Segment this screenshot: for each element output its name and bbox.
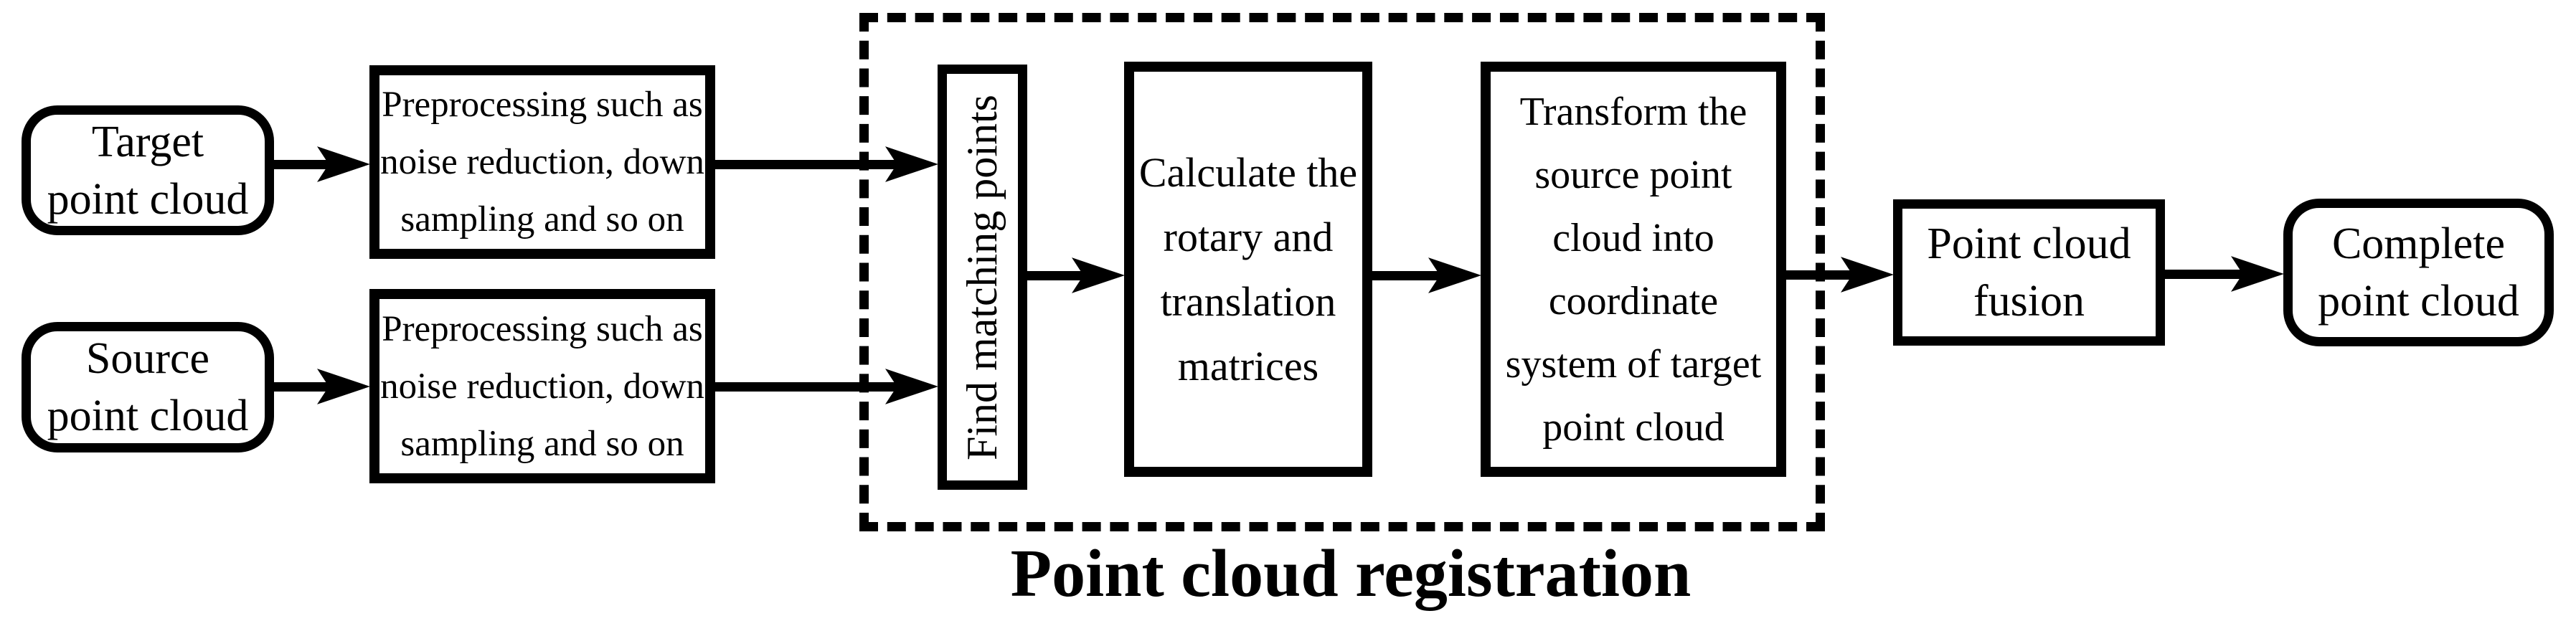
node-preprocessing-top: Preprocessing such as noise reduction, d… (369, 65, 715, 259)
node-source-point-cloud: Source point cloud (22, 322, 274, 452)
arrow-shaft (1786, 270, 1855, 280)
node-preprocessing-bottom-label: Preprocessing such as noise reduction, d… (380, 308, 704, 464)
arrow-shaft (715, 159, 900, 169)
node-calculate-matrices: Calculate the rotary and translation mat… (1124, 62, 1372, 477)
arrow-find-matching-to-calculate (1027, 256, 1125, 295)
arrow-shaft (1027, 270, 1086, 280)
node-source-point-cloud-label: Source point cloud (47, 334, 249, 440)
node-transform-source-cloud-label: Transform the source point cloud into co… (1505, 89, 1762, 450)
arrow-preprocessing-bottom-to-find-matching (715, 367, 938, 406)
node-find-matching-points-label: Find matching points (958, 94, 1006, 460)
registration-group-dashed-box (859, 13, 1825, 531)
node-calculate-matrices-label: Calculate the rotary and translation mat… (1138, 148, 1358, 389)
arrow-transform-to-fusion (1786, 255, 1894, 294)
arrow-calculate-to-transform (1372, 256, 1481, 295)
node-preprocessing-bottom: Preprocessing such as noise reduction, d… (369, 289, 715, 483)
node-find-matching-points: Find matching points (938, 65, 1027, 490)
node-transform-source-cloud: Transform the source point cloud into co… (1481, 62, 1786, 477)
arrow-source-to-preprocessing-bottom (274, 367, 370, 406)
arrow-fusion-to-complete (2165, 255, 2284, 293)
arrow-target-to-preprocessing-top (274, 145, 370, 184)
arrow-preprocessing-top-to-find-matching (715, 145, 938, 184)
arrow-shaft (1372, 270, 1443, 280)
arrow-shaft (2165, 269, 2245, 279)
node-complete-point-cloud-label: Complete point cloud (2318, 219, 2519, 326)
node-target-point-cloud-label: Target point cloud (47, 117, 249, 224)
node-complete-point-cloud: Complete point cloud (2283, 199, 2554, 346)
node-point-cloud-fusion: Point cloud fusion (1893, 199, 2165, 346)
node-point-cloud-fusion-label: Point cloud fusion (1927, 219, 2131, 326)
arrow-shaft (274, 381, 331, 392)
arrow-shaft (274, 159, 331, 169)
node-preprocessing-top-label: Preprocessing such as noise reduction, d… (380, 85, 704, 240)
registration-group-title: Point cloud registration (1010, 536, 1692, 611)
node-target-point-cloud: Target point cloud (22, 105, 274, 235)
arrow-shaft (715, 381, 900, 392)
